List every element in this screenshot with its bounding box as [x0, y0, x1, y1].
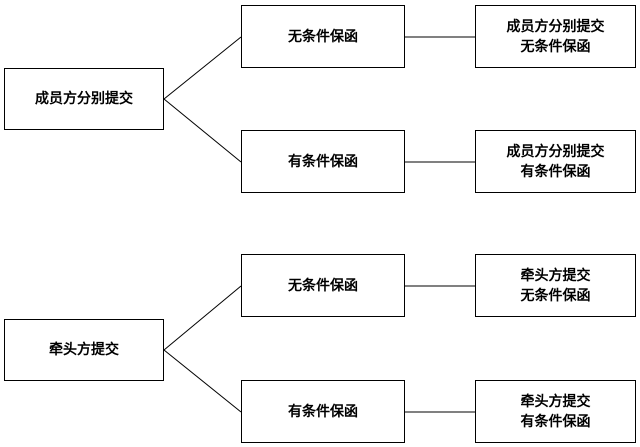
branch-box-conditional: 有条件保函 — [241, 380, 405, 443]
branch-label: 无条件保函 — [288, 28, 358, 45]
connector-root2-branch4 — [163, 349, 242, 413]
result-line-2: 有条件保函 — [520, 413, 591, 430]
result-line-1: 成员方分别提交 — [506, 143, 605, 160]
branch-box-unconditional: 无条件保函 — [241, 5, 405, 68]
result-line-2: 无条件保函 — [520, 287, 591, 304]
result-box: 成员方分别提交 无条件保函 — [475, 5, 636, 68]
connector-root2-branch3 — [163, 285, 242, 351]
root-box-member-separate: 成员方分别提交 — [4, 68, 164, 130]
result-line-1: 牵头方提交 — [520, 267, 591, 284]
root-label: 成员方分别提交 — [35, 91, 133, 107]
result-line-1: 牵头方提交 — [520, 393, 591, 410]
root-box-lead-party: 牵头方提交 — [4, 319, 164, 381]
result-line-1: 成员方分别提交 — [506, 18, 605, 35]
branch-box-conditional: 有条件保函 — [241, 130, 405, 193]
result-box: 牵头方提交 有条件保函 — [475, 380, 636, 443]
connector-root1-branch1 — [163, 36, 242, 100]
branch-box-unconditional: 无条件保函 — [241, 254, 405, 317]
result-box: 成员方分别提交 有条件保函 — [475, 130, 636, 193]
branch-label: 有条件保函 — [288, 153, 358, 170]
result-line-2: 有条件保函 — [520, 163, 591, 180]
result-line-2: 无条件保函 — [520, 38, 591, 55]
branch-label: 有条件保函 — [288, 403, 358, 420]
result-box: 牵头方提交 无条件保函 — [475, 254, 636, 317]
branch-label: 无条件保函 — [288, 277, 358, 294]
root-label: 牵头方提交 — [49, 342, 119, 358]
connector-root1-branch2 — [163, 98, 242, 163]
